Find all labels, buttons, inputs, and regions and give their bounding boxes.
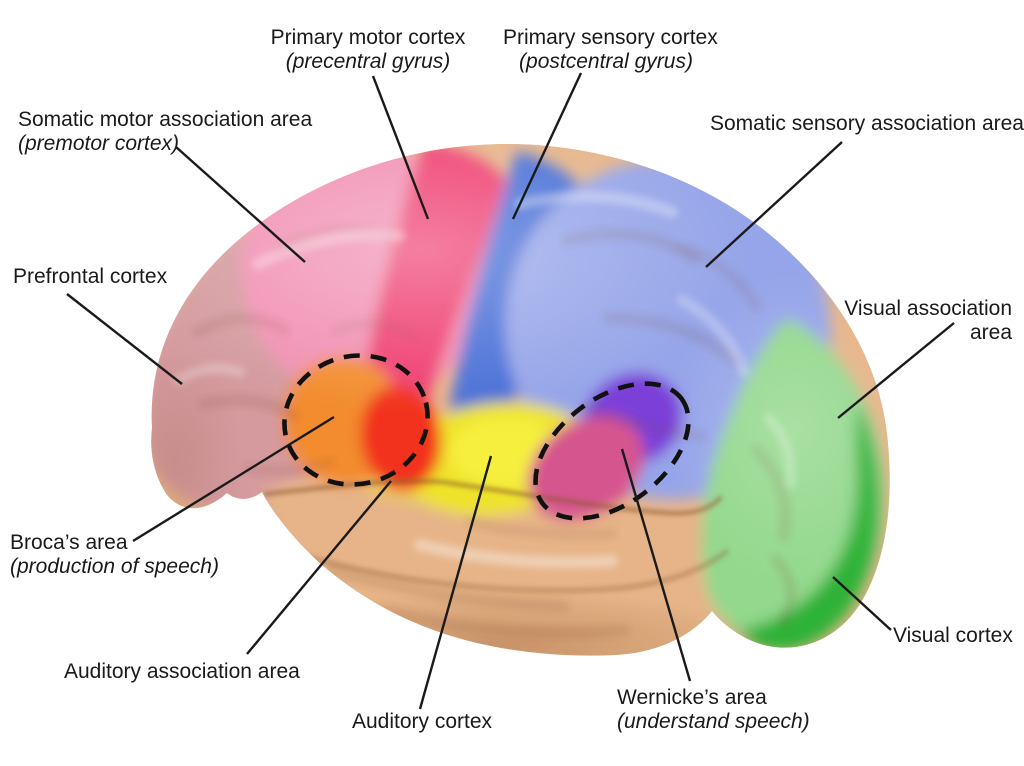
label-visual-association-area: Visual association area <box>844 297 1012 345</box>
label-text: Somatic motor association area <box>18 108 313 131</box>
label-primary-motor-cortex: Primary motor cortex (precentral gyrus) <box>268 26 468 74</box>
label-auditory-association-area: Auditory association area <box>64 660 300 684</box>
label-text: Visual association <box>844 297 1012 320</box>
label-visual-cortex: Visual cortex <box>893 624 1013 648</box>
label-text: Auditory association area <box>64 660 300 683</box>
leader-somatic-sensory-association <box>705 141 843 268</box>
label-broca-area: Broca’s area (production of speech) <box>10 531 219 579</box>
wernicke-area-outline <box>533 381 691 521</box>
leader-auditory-cortex <box>418 455 493 710</box>
broca-area-outline <box>282 353 430 487</box>
label-text: Somatic sensory association area <box>710 112 1024 135</box>
label-wernicke-area: Wernicke’s area (understand speech) <box>617 686 810 734</box>
label-subtext: (precentral gyrus) <box>285 50 451 73</box>
label-text: Primary sensory cortex <box>503 26 718 49</box>
label-somatic-motor-association-area: Somatic motor association area (premotor… <box>18 108 312 156</box>
label-subtext: (production of speech) <box>10 555 219 578</box>
shade-temporal-bottom <box>235 590 775 656</box>
label-auditory-cortex: Auditory cortex <box>352 710 492 734</box>
sheen-occipital <box>665 270 890 590</box>
leader-visual-cortex <box>832 576 892 631</box>
label-subtext: (postcentral gyrus) <box>519 50 693 73</box>
leader-primary-motor-cortex <box>371 75 430 220</box>
leader-wernicke-area <box>620 448 692 682</box>
leader-lines <box>66 72 955 710</box>
leader-prefrontal-cortex <box>66 293 183 385</box>
region-wernicke-area-pink <box>527 415 645 521</box>
leader-auditory-association-area <box>246 480 392 655</box>
label-text: Prefrontal cortex <box>13 265 168 288</box>
label-text: Broca’s area <box>10 531 128 554</box>
leader-somatic-motor-association <box>175 146 306 263</box>
leader-primary-sensory-cortex <box>511 72 583 220</box>
label-prefrontal-cortex: Prefrontal cortex <box>13 265 167 289</box>
label-somatic-sensory-association-area: Somatic sensory association area <box>710 112 1024 136</box>
label-subtext: (premotor cortex) <box>18 132 180 155</box>
label-primary-sensory-cortex: Primary sensory cortex (postcentral gyru… <box>503 26 718 74</box>
label-text: Visual cortex <box>893 624 1013 647</box>
label-text: area <box>969 321 1012 344</box>
leader-broca-area <box>132 415 335 543</box>
label-text: Wernicke’s area <box>617 686 767 709</box>
label-subtext: (understand speech) <box>617 710 810 733</box>
label-text: Auditory cortex <box>352 710 493 733</box>
leader-visual-association-area <box>837 322 955 419</box>
label-text: Primary motor cortex <box>270 26 466 49</box>
